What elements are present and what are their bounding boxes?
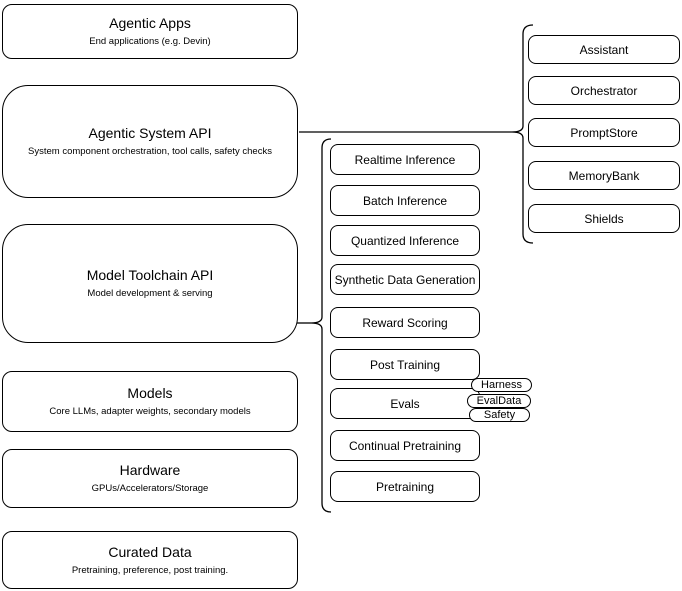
system-brace — [511, 24, 534, 244]
pill-harness: Harness — [471, 378, 532, 392]
node-label: Orchestrator — [570, 83, 638, 98]
node-label: Assistant — [579, 42, 629, 57]
node-subtitle: End applications (e.g. Devin) — [89, 36, 211, 47]
node-title: Model Toolchain API — [86, 267, 214, 283]
node-subtitle: Model development & serving — [87, 288, 213, 299]
node-agentic-apps: Agentic Apps End applications (e.g. Devi… — [2, 4, 298, 59]
node-title: Models — [127, 385, 173, 401]
node-assistant: Assistant — [528, 35, 680, 64]
node-label: MemoryBank — [568, 168, 640, 183]
node-subtitle: Pretraining, preference, post training. — [71, 564, 229, 576]
node-label: Pretraining — [375, 479, 435, 494]
node-label: Reward Scoring — [362, 315, 448, 330]
node-subtitle: Core LLMs, adapter weights, secondary mo… — [49, 406, 251, 417]
node-title: Curated Data — [108, 543, 192, 560]
node-orchestrator: Orchestrator — [528, 76, 680, 105]
node-reward-scoring: Reward Scoring — [330, 307, 480, 338]
pill-evaldata: EvalData — [467, 394, 531, 408]
node-memorybank: MemoryBank — [528, 161, 680, 190]
node-models: Models Core LLMs, adapter weights, secon… — [2, 371, 298, 432]
toolchain-brace — [310, 138, 332, 513]
node-label: PromptStore — [570, 125, 638, 140]
node-synthetic-data-generation: Synthetic Data Generation — [330, 264, 480, 295]
node-title: Hardware — [119, 462, 181, 478]
node-pretraining: Pretraining — [330, 471, 480, 502]
node-label: Post Training — [369, 357, 441, 372]
node-quantized-inference: Quantized Inference — [330, 225, 480, 256]
node-label: Synthetic Data Generation — [334, 272, 476, 287]
node-evals: Evals — [330, 388, 480, 419]
pill-safety: Safety — [469, 408, 530, 422]
node-label: Quantized Inference — [350, 233, 460, 248]
node-hardware: Hardware GPUs/Accelerators/Storage — [2, 449, 298, 508]
node-shields: Shields — [528, 204, 680, 233]
node-subtitle: GPUs/Accelerators/Storage — [91, 483, 209, 494]
node-continual-pretraining: Continual Pretraining — [330, 430, 480, 461]
node-batch-inference: Batch Inference — [330, 185, 480, 216]
node-label: Evals — [390, 396, 420, 411]
node-label: Continual Pretraining — [348, 438, 462, 453]
node-label: Shields — [584, 211, 624, 226]
node-realtime-inference: Realtime Inference — [330, 144, 480, 175]
node-label: Batch Inference — [362, 193, 448, 208]
node-label: Realtime Inference — [354, 152, 456, 167]
node-subtitle: System component orchestration, tool cal… — [28, 146, 272, 157]
node-agentic-system-api: Agentic System API System component orch… — [2, 85, 298, 198]
node-post-training: Post Training — [330, 349, 480, 380]
node-promptstore: PromptStore — [528, 118, 680, 147]
node-title: Agentic System API — [88, 125, 212, 141]
node-title: Agentic Apps — [109, 15, 191, 31]
node-curated-data: Curated Data Pretraining, preference, po… — [2, 531, 298, 589]
node-model-toolchain-api: Model Toolchain API Model development & … — [2, 224, 298, 343]
